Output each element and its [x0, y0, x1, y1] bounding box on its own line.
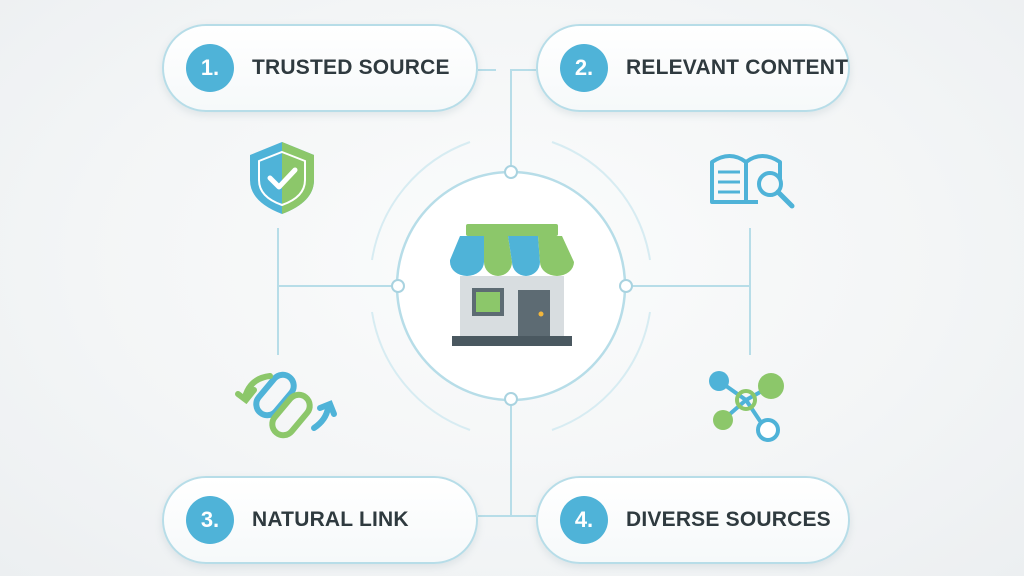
book-search-icon — [710, 154, 795, 209]
pill-number-badge: 4. — [560, 496, 608, 544]
connector-lines — [277, 69, 751, 517]
pill-natural-link: 3. NATURAL LINK — [162, 476, 478, 564]
pill-number-badge: 1. — [186, 44, 234, 92]
pill-label: DIVERSE SOURCES — [626, 508, 831, 531]
chain-link-icon — [235, 371, 337, 439]
pill-label: NATURAL LINK — [252, 508, 409, 531]
pill-diverse-sources: 4. DIVERSE SOURCES — [536, 476, 850, 564]
pill-number-badge: 2. — [560, 44, 608, 92]
decorative-arcs — [371, 141, 651, 431]
storefront-icon — [450, 224, 574, 346]
pill-label: RELEVANT CONTENT — [626, 56, 849, 79]
pill-relevant-content: 2. RELEVANT CONTENT — [536, 24, 850, 112]
junction-dots — [391, 165, 633, 406]
shield-check-icon — [250, 142, 314, 214]
pill-number-badge: 3. — [186, 496, 234, 544]
network-nodes-icon — [709, 371, 784, 442]
pill-label: TRUSTED SOURCE — [252, 56, 450, 79]
pill-trusted-source: 1. TRUSTED SOURCE — [162, 24, 478, 112]
